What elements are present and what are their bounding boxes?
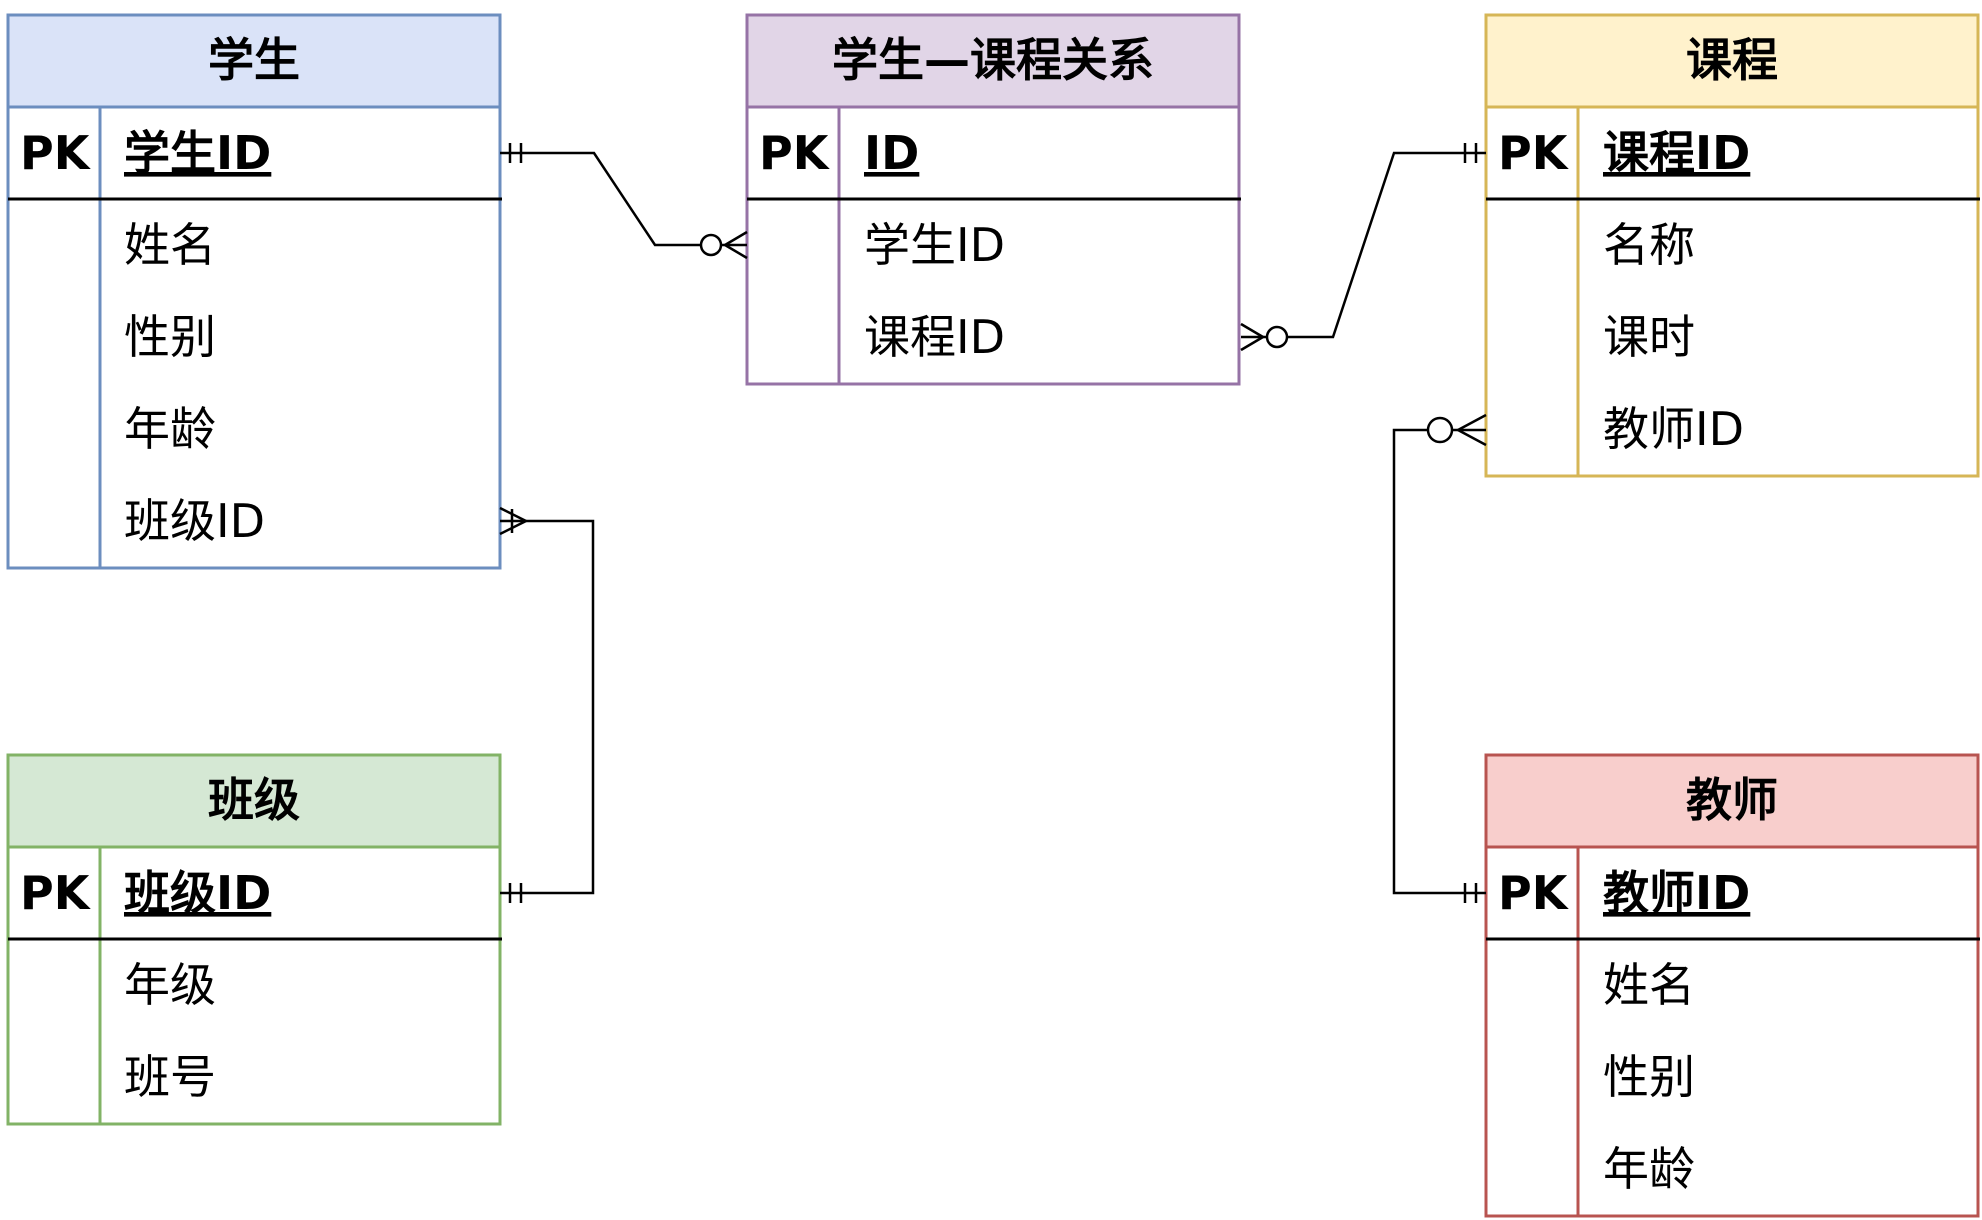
entity-title: 教师 [1686,773,1778,827]
pk-field: 学生ID [124,126,271,180]
entity-title: 班级 [208,773,300,827]
pk-field: ID [864,126,919,180]
entity-course-header [1484,13,1980,109]
entity-teacher-header [1484,753,1980,849]
entity-title: 学生—课程关系 [832,33,1154,87]
entity-student[interactable]: 学生 PK 学生ID 姓名 性别 年龄 班级ID [6,13,502,570]
field-gender: 性别 [1603,1050,1695,1104]
connector-line [500,151,747,247]
connector-line [500,519,595,895]
entity-enrollment[interactable]: 学生—课程关系 PK ID 学生ID 课程ID [745,13,1241,386]
pk-field: 课程ID [1603,126,1750,180]
relationship-teacher-course[interactable] [1392,413,1487,903]
zero-marker [699,233,723,257]
entity-class[interactable]: 班级 PK 班级ID 年级 班号 [6,753,502,1126]
field-name: 姓名 [124,218,216,272]
connector-line [1241,151,1486,339]
field-age: 年龄 [1603,1142,1695,1196]
field-class-id: 班级ID [124,494,265,548]
field-gender: 性别 [124,310,216,364]
field-course-name: 名称 [1603,218,1695,272]
zero-marker [1265,325,1289,349]
entity-title: 课程 [1686,33,1778,87]
pk-label: PK [20,866,92,920]
entity-student-header [6,13,502,109]
entity-teacher[interactable]: 教师 PK 教师ID 姓名 性别 年龄 [1484,753,1980,1218]
field-hours: 课时 [1603,310,1695,364]
pk-label: PK [1498,126,1570,180]
crowfoot-marker [1240,322,1264,352]
pk-field: 班级ID [124,866,271,920]
pk-label: PK [1498,866,1570,920]
field-course-id: 课程ID [864,310,1005,364]
entity-enrollment-header [745,13,1241,109]
relationship-student-enrollment[interactable] [500,143,748,260]
entity-title: 学生 [208,33,300,87]
crowfoot-marker [724,230,748,260]
relationship-class-student[interactable] [499,506,595,903]
field-class-number: 班号 [124,1050,216,1104]
field-grade: 年级 [124,958,216,1012]
entity-course[interactable]: 课程 PK 课程ID 名称 课时 教师ID [1484,13,1980,478]
field-student-id: 学生ID [864,218,1005,272]
connector-line [1392,428,1486,895]
relationship-course-enrollment[interactable] [1240,143,1486,352]
field-name: 姓名 [1603,958,1695,1012]
field-teacher-id: 教师ID [1603,402,1744,456]
field-age: 年龄 [124,402,216,456]
entity-class-header [6,753,502,849]
pk-label: PK [20,126,92,180]
pk-label: PK [759,126,831,180]
crowfoot-marker [1457,413,1487,447]
pk-field: 教师ID [1603,866,1750,920]
zero-marker [1426,416,1454,444]
